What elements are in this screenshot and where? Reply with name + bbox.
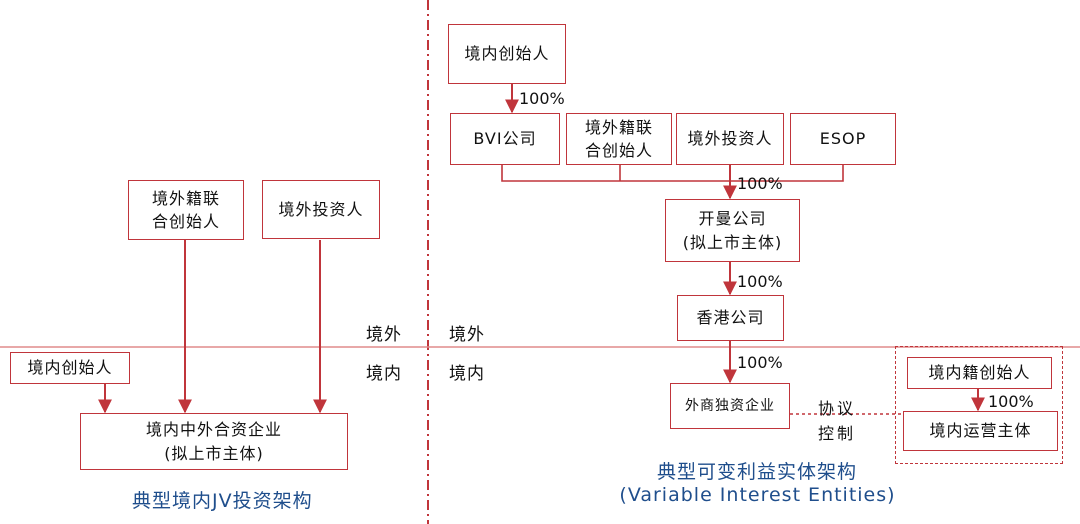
jv-caption: 典型境内JV投资架构 <box>132 490 313 512</box>
pct-opco-label: 100% <box>988 392 1034 411</box>
vie-bvi-box: BVI公司 <box>450 113 560 165</box>
region-offshore-left: 境外 <box>366 325 402 345</box>
jv-company-box: 境内中外合资企业 (拟上市主体) <box>80 413 348 470</box>
pct-bvi-label: 100% <box>519 89 565 108</box>
vie-cayman-box: 开曼公司 (拟上市主体) <box>665 199 800 262</box>
pct-hk-label: 100% <box>737 272 783 291</box>
agreement-control-label: 协议 控制 <box>818 399 857 443</box>
opco-group-dashed-box <box>895 346 1063 464</box>
vie-caption-cn: 典型可变利益实体架构 <box>656 461 857 483</box>
jv-foreign-cofounder-box: 境外籍联 合创始人 <box>128 180 244 240</box>
region-offshore-right: 境外 <box>449 325 485 345</box>
vie-opco-box: 境内运营主体 <box>903 411 1058 451</box>
jv-domestic-founder-box: 境内创始人 <box>10 352 130 384</box>
vie-wfoe-box: 外商独资企业 <box>670 383 790 429</box>
vie-foreign-investor-box: 境外投资人 <box>676 113 784 165</box>
region-onshore-left: 境内 <box>366 364 402 384</box>
vie-domestic-founder-box: 境内创始人 <box>448 24 566 84</box>
vie-domestic-native-founder-box: 境内籍创始人 <box>907 357 1052 389</box>
pct-cayman-label: 100% <box>737 174 783 193</box>
region-onshore-right: 境内 <box>449 364 485 384</box>
jv-foreign-investor-box: 境外投资人 <box>262 180 380 239</box>
vie-foreign-cofounder-box: 境外籍联 合创始人 <box>566 113 672 165</box>
vie-caption-en: (Variable Interest Entities) <box>619 484 896 506</box>
vie-hk-box: 香港公司 <box>677 295 784 341</box>
pct-wfoe-label: 100% <box>737 353 783 372</box>
vie-esop-box: ESOP <box>790 113 896 165</box>
